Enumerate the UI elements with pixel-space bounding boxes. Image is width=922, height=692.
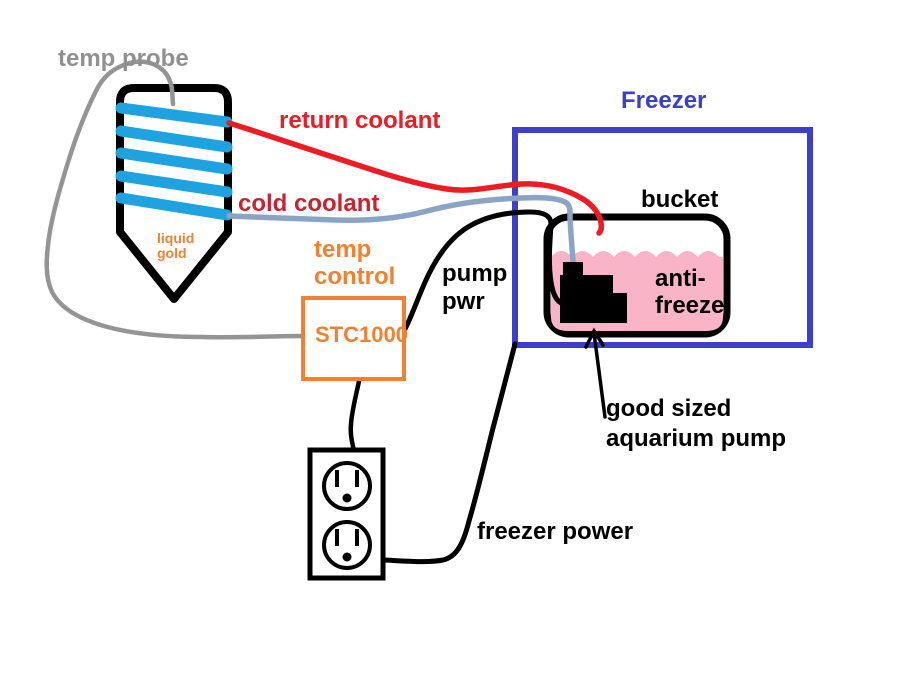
anti-freeze-label: anti- freeze [655,265,725,319]
aquarium-pump-label: good sized aquarium pump [606,395,787,452]
liquid-gold-label: liquid gold [157,230,195,261]
pump-arrow [584,327,607,419]
aquarium-pump-shape [560,262,627,323]
return-coolant-label: return coolant [279,107,441,134]
cold-coolant-line [226,194,576,264]
stc1000-label: STC1000 [315,322,408,347]
freezer-power-wire [382,341,518,565]
bucket-label: bucket [641,186,719,213]
freezer-label: Freezer [621,87,707,114]
power-outlet [307,447,386,581]
pump-power-wire [402,209,564,332]
freezer-power-label: freezer power [477,518,634,545]
outlet-socket-top [322,461,372,511]
temp-probe-label: temp probe [58,45,189,72]
controller-power-wire [348,378,362,454]
cold-coolant-label: cold coolant [238,190,380,217]
return-coolant-line [226,120,605,236]
pump-pwr-label: pump pwr [442,260,508,315]
freezer-box [512,127,813,348]
temp-control-label: temp control [314,236,396,290]
cooling-coil [115,102,233,221]
temp-probe-wire [44,59,305,340]
stc1000-box [301,296,406,381]
outlet-socket-bottom [322,520,372,570]
